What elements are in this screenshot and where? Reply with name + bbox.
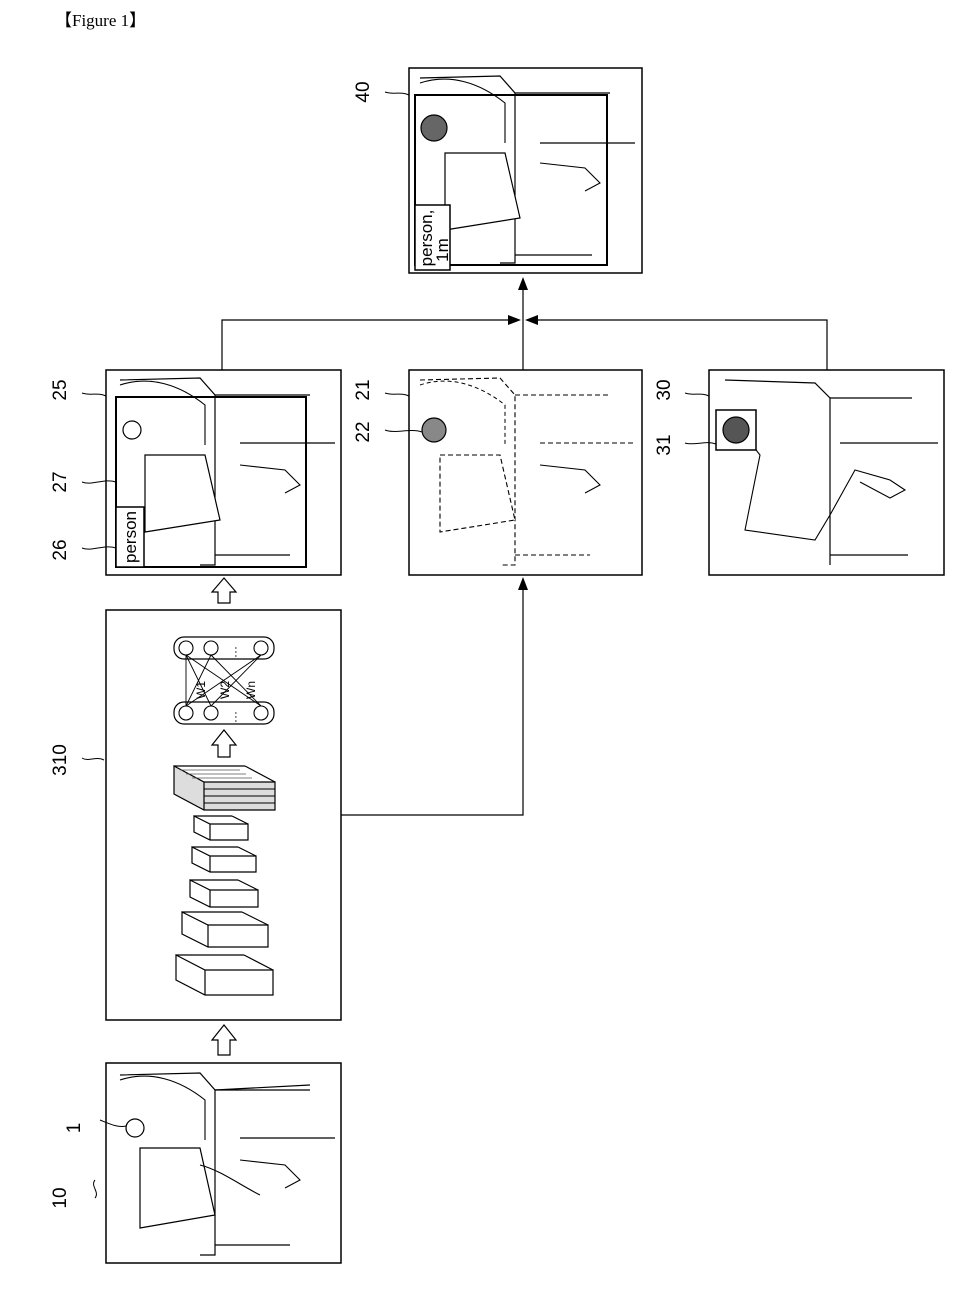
connector-30-to-40 — [538, 320, 827, 370]
ref-26: 26 — [50, 539, 71, 560]
ref-30: 30 — [654, 379, 675, 400]
flow-arrow-up-2 — [212, 578, 236, 603]
arrowhead-from-30 — [525, 315, 538, 325]
dots-bottom: ··· — [228, 711, 242, 723]
output-head-icon — [421, 115, 447, 141]
arrowhead-to-40 — [518, 277, 528, 290]
ref-21: 21 — [353, 379, 374, 400]
neural-network-box: ··· ··· W1 W2 Wn — [106, 610, 341, 1020]
connector-310-to-21 — [341, 590, 523, 815]
dots-top: ··· — [228, 646, 242, 658]
depth-box-30 — [709, 370, 944, 575]
segmentation-box-21 — [409, 370, 642, 575]
input-image-box — [106, 1063, 341, 1263]
ref-1: 1 — [64, 1123, 85, 1134]
ref-25: 25 — [50, 379, 71, 400]
segmented-head-22 — [422, 418, 446, 442]
detection-box-25: person — [106, 370, 341, 575]
output-box-40: person, 1m — [409, 68, 642, 273]
class-label-person: person — [121, 511, 140, 563]
ref-22: 22 — [353, 421, 374, 442]
output-label-distance: 1m — [433, 238, 452, 262]
ref-40: 40 — [353, 81, 374, 102]
weight-wn: Wn — [244, 681, 258, 699]
flow-arrow-up-1 — [212, 1025, 236, 1055]
connector-25-to-40 — [222, 320, 508, 370]
arrowhead-from-25 — [508, 315, 521, 325]
depth-head-icon — [723, 417, 749, 443]
ref-310: 310 — [50, 744, 71, 776]
ref-31: 31 — [654, 434, 675, 455]
ref-10: 10 — [50, 1187, 71, 1208]
weight-w1: W1 — [194, 681, 208, 699]
ref-27: 27 — [50, 471, 71, 492]
arrowhead-to-21 — [518, 577, 528, 590]
weight-w2: W2 — [218, 681, 232, 699]
